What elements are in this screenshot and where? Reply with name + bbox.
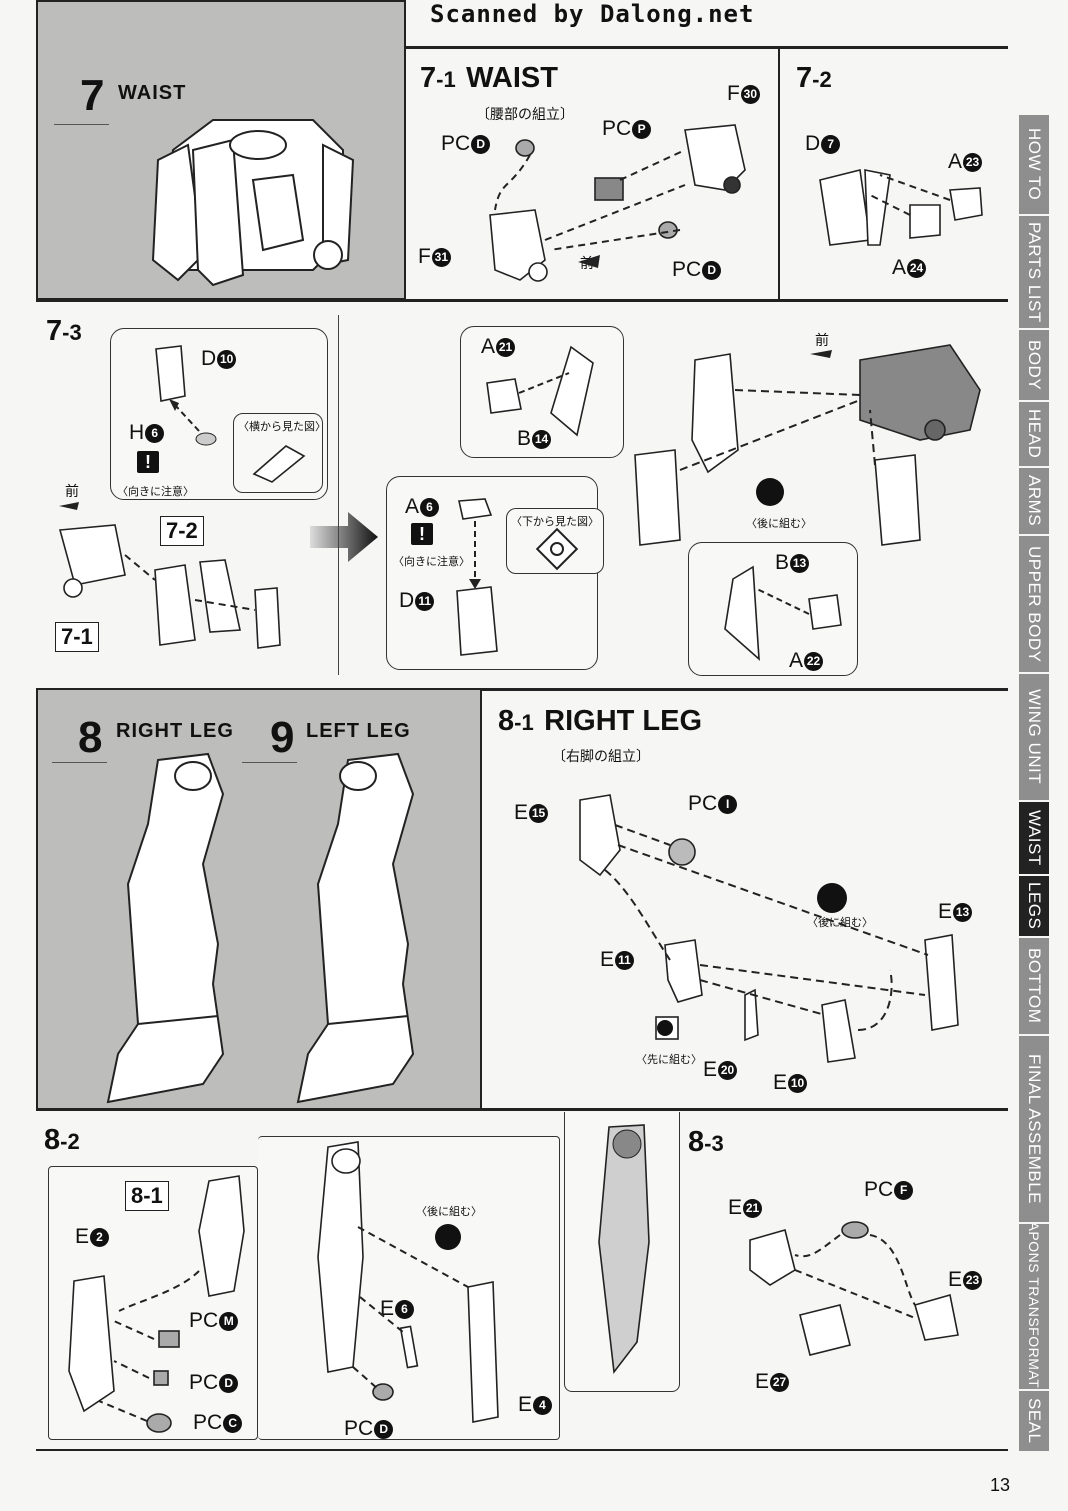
section-8-9-overview: 8 RIGHT LEG 9 LEFT LEG <box>36 688 482 1110</box>
step-8-1-heading: 8-1 RIGHT LEG <box>498 705 703 737</box>
tab-final-assemble[interactable]: FINAL ASSEMBLE <box>1019 1036 1049 1222</box>
tab-how-to[interactable]: HOW TO <box>1019 115 1049 214</box>
step-7-2-heading: 7-2 <box>796 62 832 94</box>
later-note-7-3: 〈後に組む〉 <box>746 518 812 530</box>
left-leg-illustration <box>296 752 415 1104</box>
later-note-8-2: 〈後に組む〉 <box>416 1206 482 1218</box>
step-8-1-jp-subtitle: 〔右脚の組立〕 <box>552 748 650 764</box>
step-title-8: RIGHT LEG <box>116 720 234 742</box>
step-title: WAIST <box>118 82 187 104</box>
step-7-1-heading: 7-1 WAIST <box>420 62 558 94</box>
step-number-8: 8 <box>78 713 103 762</box>
tab-waist[interactable]: WAIST <box>1019 802 1049 874</box>
caution-icon-2: ! <box>411 523 433 545</box>
step-number: 7 <box>80 71 105 120</box>
step-8-2-right-panel <box>564 1112 680 1392</box>
step-8-2-heading: 8-2 <box>44 1124 80 1156</box>
tab-wing-unit[interactable]: WING UNIT <box>1019 674 1049 800</box>
step-7-1-jp-subtitle: 〔腰部の組立〕 <box>476 106 574 122</box>
step-8-3-diagram <box>749 1221 959 1356</box>
ref-box-7-1: 7-1 <box>55 622 99 652</box>
tab-legs[interactable]: LEGS <box>1019 876 1049 936</box>
step-8-1-diagram <box>579 794 959 1063</box>
step-8-3-heading: 8-3 <box>688 1126 724 1158</box>
caution-note-2: 〈向きに注意〉 <box>393 556 470 568</box>
waist-assembled-illustration <box>151 119 355 287</box>
tab-arms[interactable]: ARMS <box>1019 468 1049 534</box>
side-view-inset: 〈横から見た図〉 <box>233 413 326 493</box>
earlier-note-8-1: 〈先に組む〉 <box>636 1054 702 1066</box>
step-7-3-left-diagram <box>58 502 281 649</box>
scan-credit: Scanned by Dalong.net <box>430 0 755 28</box>
caution-icon: ! <box>137 451 159 473</box>
page-number: 13 <box>990 1475 1011 1495</box>
section-7-overview: 7 WAIST <box>36 0 406 300</box>
front-label-7-3b: 前 <box>815 332 829 348</box>
step-7-2-diagram <box>819 169 983 246</box>
next-step-arrow <box>310 512 378 562</box>
ref-box-8-1: 8-1 <box>125 1181 169 1211</box>
right-leg-illustration <box>106 752 225 1104</box>
tab-upper-body[interactable]: UPPER BODY <box>1019 536 1049 672</box>
ref-box-7-2: 7-2 <box>160 516 204 546</box>
tab-seal[interactable]: SEAL <box>1019 1391 1049 1451</box>
front-label-7-3: 前 <box>65 483 79 499</box>
step-7-1-diagram <box>489 124 746 282</box>
step-7-3-right-diagram <box>634 344 981 546</box>
step-title-9: LEFT LEG <box>306 720 411 742</box>
tab-weapons-transformation[interactable]: WEAPONS TRANSFORMATION <box>1019 1224 1049 1389</box>
step-number-9: 9 <box>270 713 295 762</box>
tab-bottom[interactable]: BOTTOM <box>1019 938 1049 1034</box>
header-rule <box>404 46 1008 49</box>
tab-body[interactable]: BODY <box>1019 330 1049 400</box>
caution-note: 〈向きに注意〉 <box>117 486 194 498</box>
tab-head[interactable]: HEAD <box>1019 402 1049 466</box>
bottom-view-inset: 〈下から見た図〉 <box>506 508 604 574</box>
step-7-3-heading: 7-3 <box>46 315 82 347</box>
tab-parts-list[interactable]: PARTS LIST <box>1019 216 1049 328</box>
